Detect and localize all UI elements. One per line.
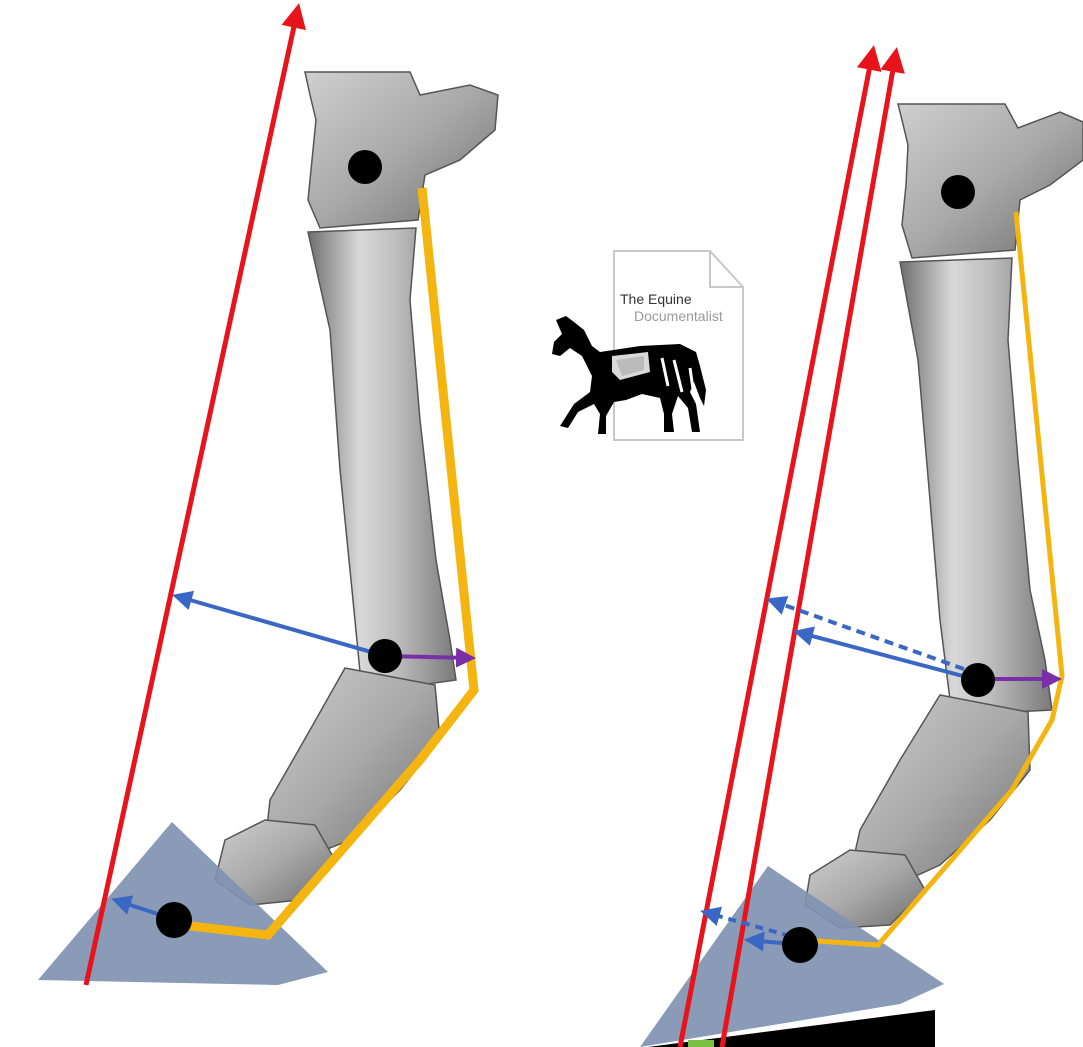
right-wedge-marker	[688, 1040, 714, 1047]
right-carpal-joint	[941, 175, 975, 209]
left-fetlock-joint	[368, 639, 402, 673]
right-fetlock-joint	[961, 663, 995, 697]
right-leg-bones	[805, 104, 1083, 928]
left-carpal-bones	[305, 72, 498, 228]
logo-subtitle: Documentalist	[634, 308, 723, 324]
left-panel	[38, 8, 498, 985]
left-carpal-joint	[348, 150, 382, 184]
right-coffin-joint	[782, 927, 818, 963]
logo: The Equine Documentalist	[552, 251, 743, 440]
left-coffin-joint	[156, 902, 192, 938]
logo-title: The Equine	[620, 291, 692, 307]
right-panel	[640, 50, 1083, 1047]
right-carpal-bones	[898, 104, 1083, 258]
